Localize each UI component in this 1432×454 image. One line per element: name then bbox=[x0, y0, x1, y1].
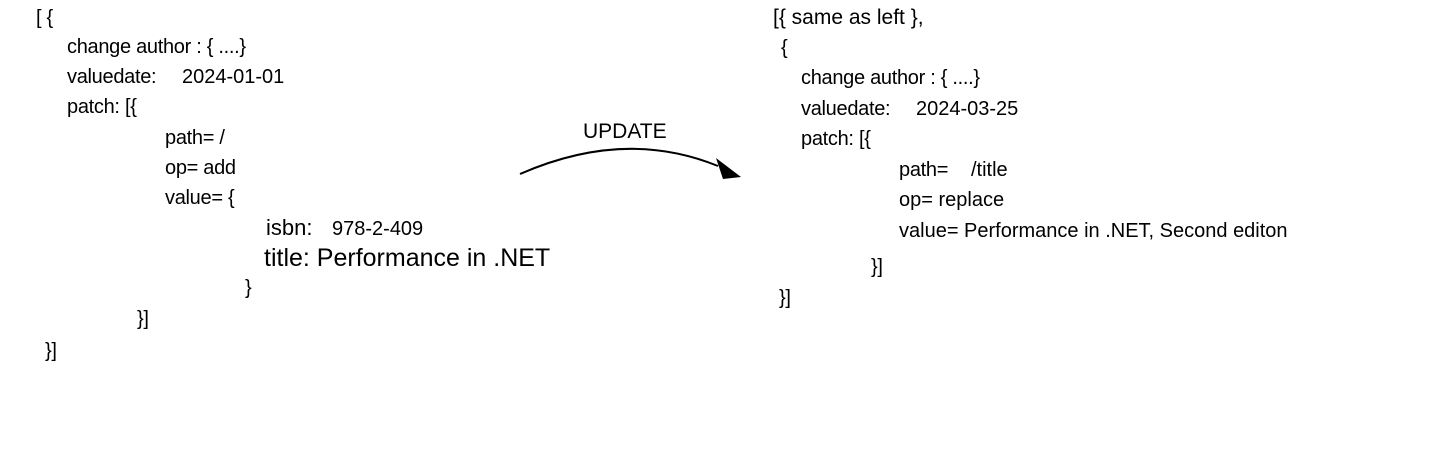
right-path-key: path= bbox=[899, 159, 949, 181]
left-isbn-value: 978-2-409 bbox=[332, 218, 424, 240]
right-change-author: change author : { ....} bbox=[801, 67, 980, 89]
left-close-bracket: }] bbox=[45, 340, 57, 362]
left-isbn-key: isbn: bbox=[266, 215, 313, 240]
left-change-author: change author : { ....} bbox=[67, 36, 246, 58]
left-path: path= / bbox=[165, 127, 225, 149]
right-first-entry: [{ same as left }, bbox=[773, 6, 924, 29]
left-patch-open: patch: [{ bbox=[67, 96, 137, 118]
update-arrow-curve bbox=[519, 147, 719, 175]
right-valuedate-key: valuedate: bbox=[801, 98, 891, 120]
update-label: UPDATE bbox=[583, 120, 667, 143]
left-title: title: Performance in .NET bbox=[264, 244, 551, 272]
right-patch-close: }] bbox=[871, 256, 883, 278]
right-patch-open: patch: [{ bbox=[801, 128, 871, 150]
right-path-value: /title bbox=[971, 159, 1008, 181]
left-value-open: value= { bbox=[165, 187, 235, 209]
right-op: op= replace bbox=[899, 189, 1005, 211]
left-valuedate-value: 2024-01-01 bbox=[182, 66, 285, 88]
left-valuedate-key: valuedate: bbox=[67, 66, 157, 88]
right-value: value= Performance in .NET, Second edito… bbox=[899, 220, 1288, 242]
right-close-bracket: }] bbox=[779, 287, 791, 309]
right-valuedate-value: 2024-03-25 bbox=[916, 98, 1019, 120]
update-arrowhead bbox=[716, 158, 741, 179]
left-patch-close: }] bbox=[137, 308, 149, 330]
left-open-bracket: [ { bbox=[36, 7, 53, 29]
left-value-close: } bbox=[245, 277, 252, 299]
left-op: op= add bbox=[165, 157, 236, 179]
right-open-brace: { bbox=[781, 37, 788, 59]
